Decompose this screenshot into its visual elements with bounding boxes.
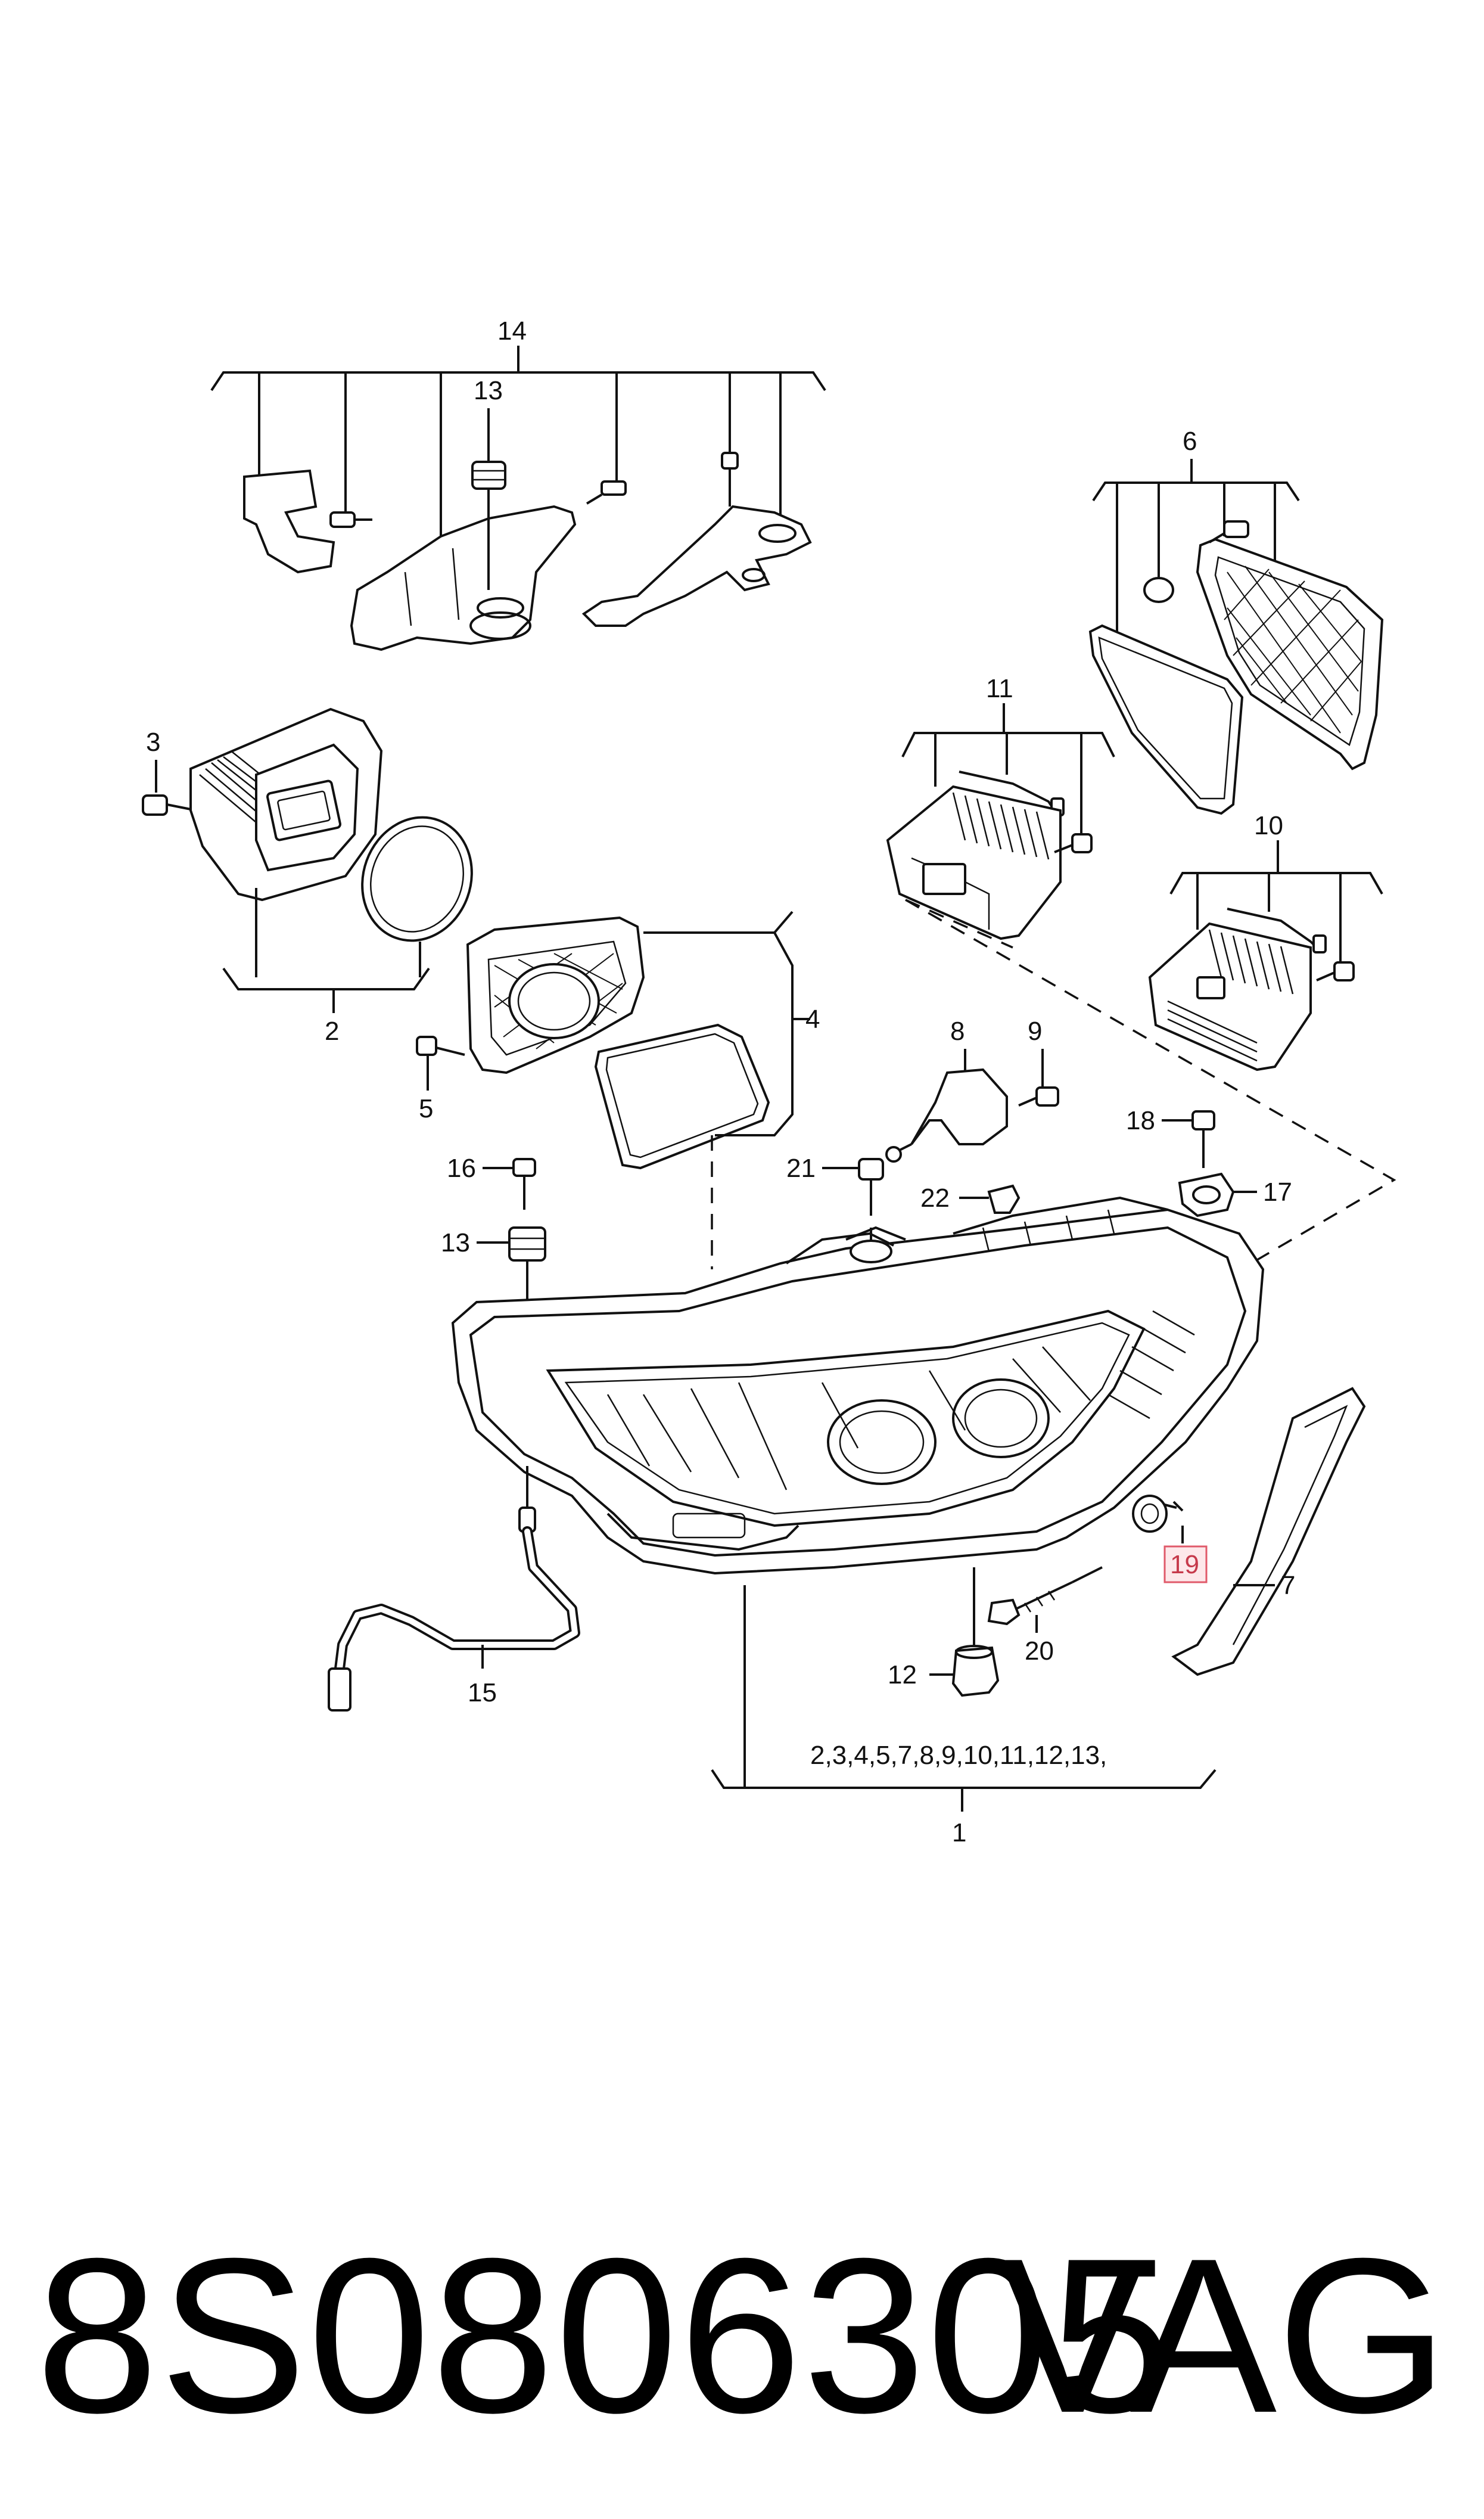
group-6-cover: 6 <box>1088 427 1384 815</box>
assembly-bracket: 2,3,4,5,7,8,9,10,11,12,13, 1 <box>711 1585 1217 1847</box>
screw-16-part <box>512 1158 536 1210</box>
module-11-part <box>886 785 1062 940</box>
callout-17: 17 <box>1263 1178 1292 1207</box>
callout-15: 15 <box>468 1678 497 1707</box>
frame-gasket-part <box>594 1023 770 1170</box>
seal-ring-part <box>361 816 473 942</box>
assembly-note: 2,3,4,5,7,8,9,10,11,12,13, <box>810 1741 1107 1770</box>
callout-16: 16 <box>447 1154 476 1183</box>
small-parts: 8 9 16 13 21 <box>441 1017 1292 1311</box>
mesh-cover-part <box>1196 538 1384 771</box>
bracket-screw-part <box>586 480 627 505</box>
main-bracket-part <box>350 505 577 651</box>
module-11-screw <box>1054 833 1093 853</box>
headlamp-housing <box>451 1196 1265 1575</box>
small-screw-part <box>329 511 372 528</box>
footer: 8S0806305 VAG <box>0 2205 1484 2467</box>
group-2-control-unit: 3 2 <box>142 707 473 1046</box>
nut-12-part <box>951 1646 1000 1697</box>
projector-lens-right <box>952 1378 1050 1458</box>
right-bracket-screw <box>721 452 739 507</box>
clip-part <box>243 469 335 574</box>
harness-15-group: 15 <box>328 1466 580 1712</box>
projector-lens-left <box>827 1399 937 1485</box>
module-10-part <box>1148 922 1312 1071</box>
callout-19-box <box>1163 1545 1208 1583</box>
group-11-module: 11 <box>886 674 1115 940</box>
brand-label: VAG <box>999 2213 1448 2459</box>
actuator-8-part <box>910 1068 1008 1145</box>
group-4-projector-frame: 4 5 <box>416 911 820 1269</box>
callout-5: 5 <box>419 1094 433 1123</box>
callout-13-top: 13 <box>474 376 503 405</box>
callout-14: 14 <box>497 316 527 346</box>
trim-strip-7: 7 <box>1171 1387 1366 1676</box>
nut-13-top: 13 <box>471 376 506 590</box>
callout-21: 21 <box>786 1154 816 1183</box>
callout-11: 11 <box>986 674 1013 703</box>
screw-20-group: 20 <box>987 1566 1103 1666</box>
screw-20-part <box>987 1598 1021 1626</box>
nut-12-group: 12 <box>888 1567 1000 1697</box>
callout-18: 18 <box>1126 1106 1155 1135</box>
parts-diagram: 14 13 <box>142 316 1396 1847</box>
callout-12: 12 <box>888 1660 917 1689</box>
callout-13-lower: 13 <box>441 1228 470 1257</box>
cover-screw-part <box>1208 520 1249 543</box>
gasket-part <box>1088 624 1244 815</box>
clip-22-part <box>987 1184 1021 1214</box>
callout-9: 9 <box>1028 1017 1042 1046</box>
module-10-screw <box>1316 961 1355 981</box>
screw-21-part <box>858 1158 884 1257</box>
screw-3-part <box>142 794 197 816</box>
group-10-module: 10 <box>1148 811 1383 1071</box>
harness-15-part <box>334 1526 580 1674</box>
callout-7: 7 <box>1281 1571 1295 1600</box>
callout-19: 19 <box>1170 1550 1199 1579</box>
part-number: 8S0806305 <box>36 2213 1174 2459</box>
group-14-brackets: 14 13 <box>210 316 826 651</box>
trim-strip-part <box>1171 1387 1366 1676</box>
bracket-17-part <box>1178 1172 1235 1217</box>
callout-2: 2 <box>325 1017 339 1046</box>
callout-3: 3 <box>146 728 160 757</box>
callout-20: 20 <box>1025 1636 1054 1666</box>
screw-18-part <box>1191 1110 1215 1168</box>
callout-6: 6 <box>1183 427 1197 456</box>
callout-8: 8 <box>950 1017 965 1046</box>
right-bracket-part <box>581 505 812 627</box>
callout-19-group: 19 <box>1163 1526 1208 1583</box>
callout-10: 10 <box>1254 811 1283 840</box>
screw-5-part: 5 <box>416 1036 465 1123</box>
callout-1: 1 <box>952 1818 966 1847</box>
callout-22: 22 <box>920 1184 950 1213</box>
callout-4: 4 <box>805 1005 820 1034</box>
headlamp-body-part <box>451 1208 1265 1575</box>
plug-part <box>1143 577 1174 603</box>
screw-9-part <box>1018 1086 1059 1107</box>
module-dashed-leaders <box>905 899 1396 1265</box>
